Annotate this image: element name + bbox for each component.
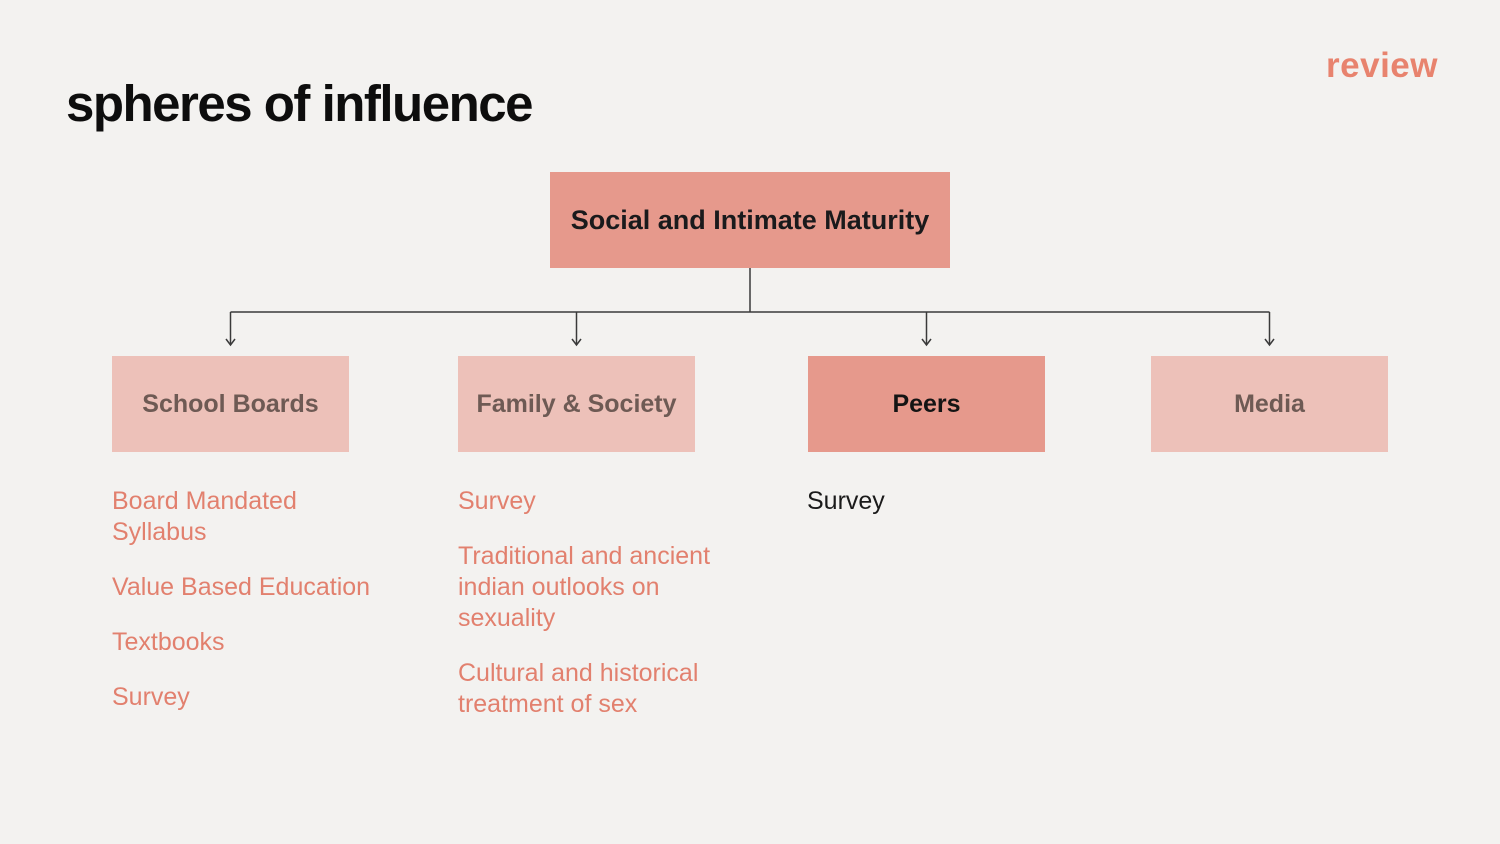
list-item: Survey <box>458 487 536 515</box>
school-boards-item-list: Board Mandated Syllabus Value Based Educ… <box>112 486 422 737</box>
page-title: spheres of influence <box>66 75 533 132</box>
diagram-node-media: Media <box>1151 356 1388 452</box>
diagram-node-root: Social and Intimate Maturity <box>550 172 950 268</box>
list-item: Cultural and historical treatment of sex <box>458 659 699 718</box>
arrowhead-icon <box>571 338 582 347</box>
diagram-node-school-boards: School Boards <box>112 356 349 452</box>
arrowhead-icon <box>225 338 236 347</box>
node-label: Peers <box>892 389 961 418</box>
list-item: Board Mandated Syllabus <box>112 487 297 546</box>
list-item: Traditional and ancient indian outlooks … <box>458 542 711 632</box>
arrowhead-icon <box>1264 338 1275 347</box>
arrowhead-icon <box>921 338 932 347</box>
peers-item-list: Survey <box>807 486 1117 541</box>
node-label: Social and Intimate Maturity <box>570 204 930 235</box>
list-item: Value Based Education <box>112 573 371 601</box>
list-item: Survey <box>807 487 885 515</box>
diagram-node-peers: Peers <box>808 356 1045 452</box>
list-item: Survey <box>112 683 190 711</box>
node-label: Family & Society <box>476 389 677 418</box>
list-item: Textbooks <box>112 628 225 656</box>
review-label: review <box>1326 46 1438 85</box>
family-society-item-list: Survey Traditional and ancient indian ou… <box>458 486 768 744</box>
node-label: Media <box>1234 389 1305 418</box>
node-label: School Boards <box>142 389 319 418</box>
diagram-node-family-society: Family & Society <box>458 356 695 452</box>
